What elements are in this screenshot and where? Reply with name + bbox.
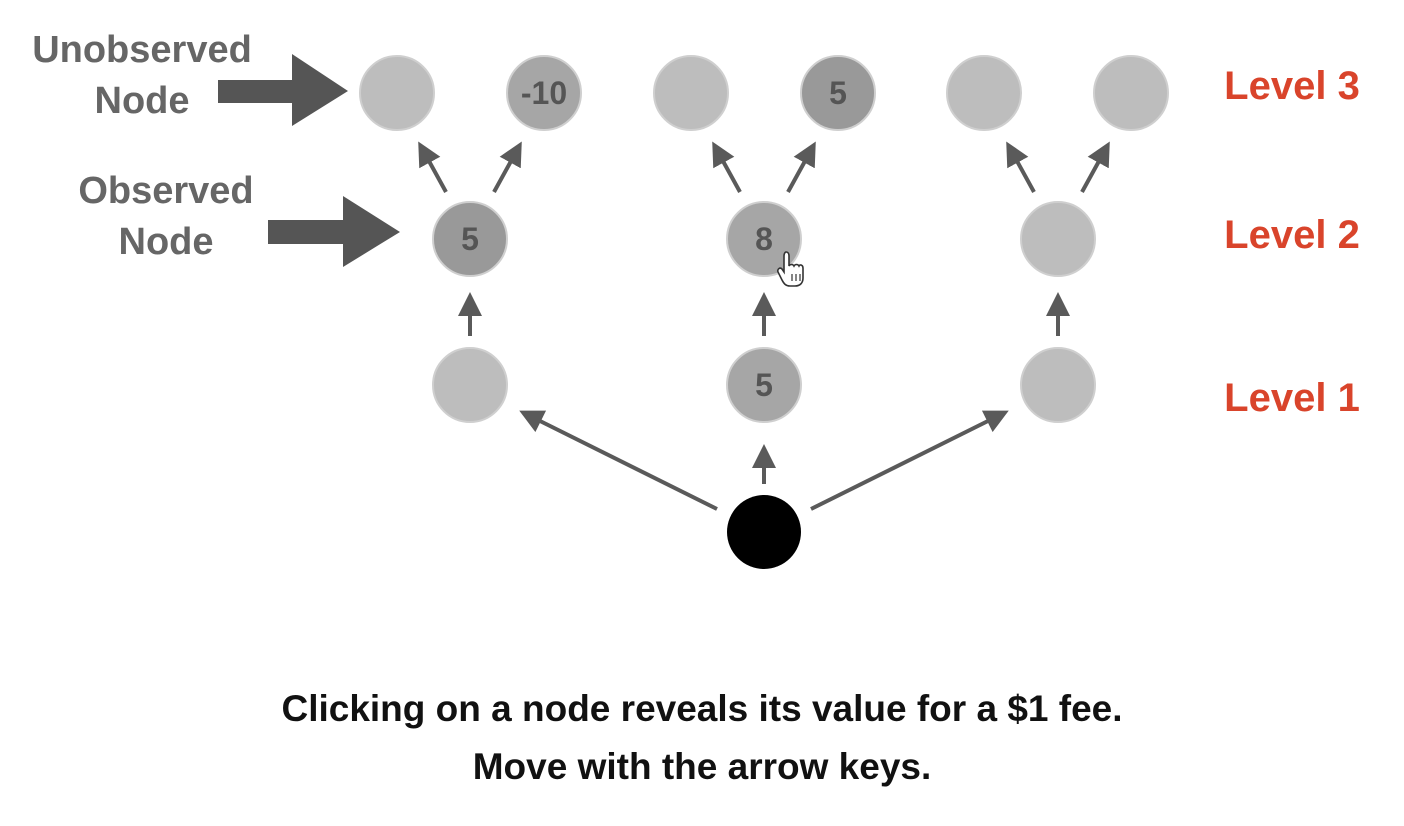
unobserved-label-line2: Node — [95, 80, 190, 122]
level2-node-0-value: 5 — [461, 221, 479, 257]
tree-edges — [418, 141, 1110, 511]
observed-label-line2: Node — [119, 221, 214, 263]
instructions-line2: Move with the arrow keys. — [472, 746, 932, 787]
level2-node-0-circle[interactable] — [432, 201, 508, 277]
edge-l2-to-l3-4 — [1006, 141, 1036, 193]
instructions: Clicking on a node reveals its value for… — [0, 680, 1404, 796]
level3-node-2-circle[interactable] — [653, 55, 729, 131]
level3-node-5[interactable] — [1093, 55, 1169, 131]
level-1-label: Level 1 — [1224, 376, 1360, 420]
unobserved-label-line1: Unobserved — [32, 29, 252, 71]
edge-start-to-l1-right — [810, 410, 1009, 511]
unobserved-pointer-arrow-icon — [218, 54, 348, 126]
level-3-label: Level 3 — [1224, 64, 1360, 108]
level3-node-0-circle[interactable] — [359, 55, 435, 131]
observed-label-line1: Observed — [78, 170, 253, 212]
level2-node-0[interactable]: 5 — [432, 201, 508, 277]
level3-node-4-circle[interactable] — [946, 55, 1022, 131]
hand-pointer-icon — [777, 251, 804, 287]
level2-node-2[interactable] — [1020, 201, 1096, 277]
level2-node-1-circle[interactable] — [726, 201, 802, 277]
observed-pointer-arrow-icon — [268, 196, 400, 267]
level1-node-1[interactable]: 5 — [726, 347, 802, 423]
level3-node-2[interactable] — [653, 55, 729, 131]
edge-l2-to-l3-2 — [712, 141, 742, 193]
level3-node-3[interactable]: 5 — [800, 55, 876, 131]
edge-start-to-l1-left — [519, 410, 718, 511]
level3-node-1[interactable]: -10 — [506, 55, 582, 131]
level1-node-0-circle[interactable] — [432, 347, 508, 423]
level1-node-0[interactable] — [432, 347, 508, 423]
level1-node-1-value: 5 — [755, 367, 773, 403]
level2-node-1-value: 8 — [755, 221, 773, 257]
start-node-circle[interactable] — [727, 495, 801, 569]
observed-annotation: Observed Node — [78, 170, 400, 267]
level2-node-1[interactable]: 8 — [726, 201, 802, 277]
start-node[interactable] — [727, 495, 801, 569]
tree-nodes: -10 5 5 8 5 — [359, 55, 1169, 423]
edge-l2-to-l3-0 — [418, 141, 448, 193]
level1-node-2-circle[interactable] — [1020, 347, 1096, 423]
level3-node-1-value: -10 — [521, 75, 567, 111]
level3-node-0[interactable] — [359, 55, 435, 131]
edge-l2-to-l3-5 — [1080, 141, 1110, 193]
edge-l2-to-l3-3 — [786, 141, 816, 193]
level-2-label: Level 2 — [1224, 213, 1360, 257]
level1-node-2[interactable] — [1020, 347, 1096, 423]
edge-l2-to-l3-1 — [492, 141, 522, 193]
level1-node-1-circle[interactable] — [726, 347, 802, 423]
unobserved-annotation: Unobserved Node — [32, 29, 348, 126]
level3-node-3-circle[interactable] — [800, 55, 876, 131]
level3-node-1-circle[interactable] — [506, 55, 582, 131]
level2-node-2-circle[interactable] — [1020, 201, 1096, 277]
instructions-line1: Clicking on a node reveals its value for… — [281, 688, 1123, 729]
level3-node-5-circle[interactable] — [1093, 55, 1169, 131]
level3-node-3-value: 5 — [829, 75, 847, 111]
level3-node-4[interactable] — [946, 55, 1022, 131]
